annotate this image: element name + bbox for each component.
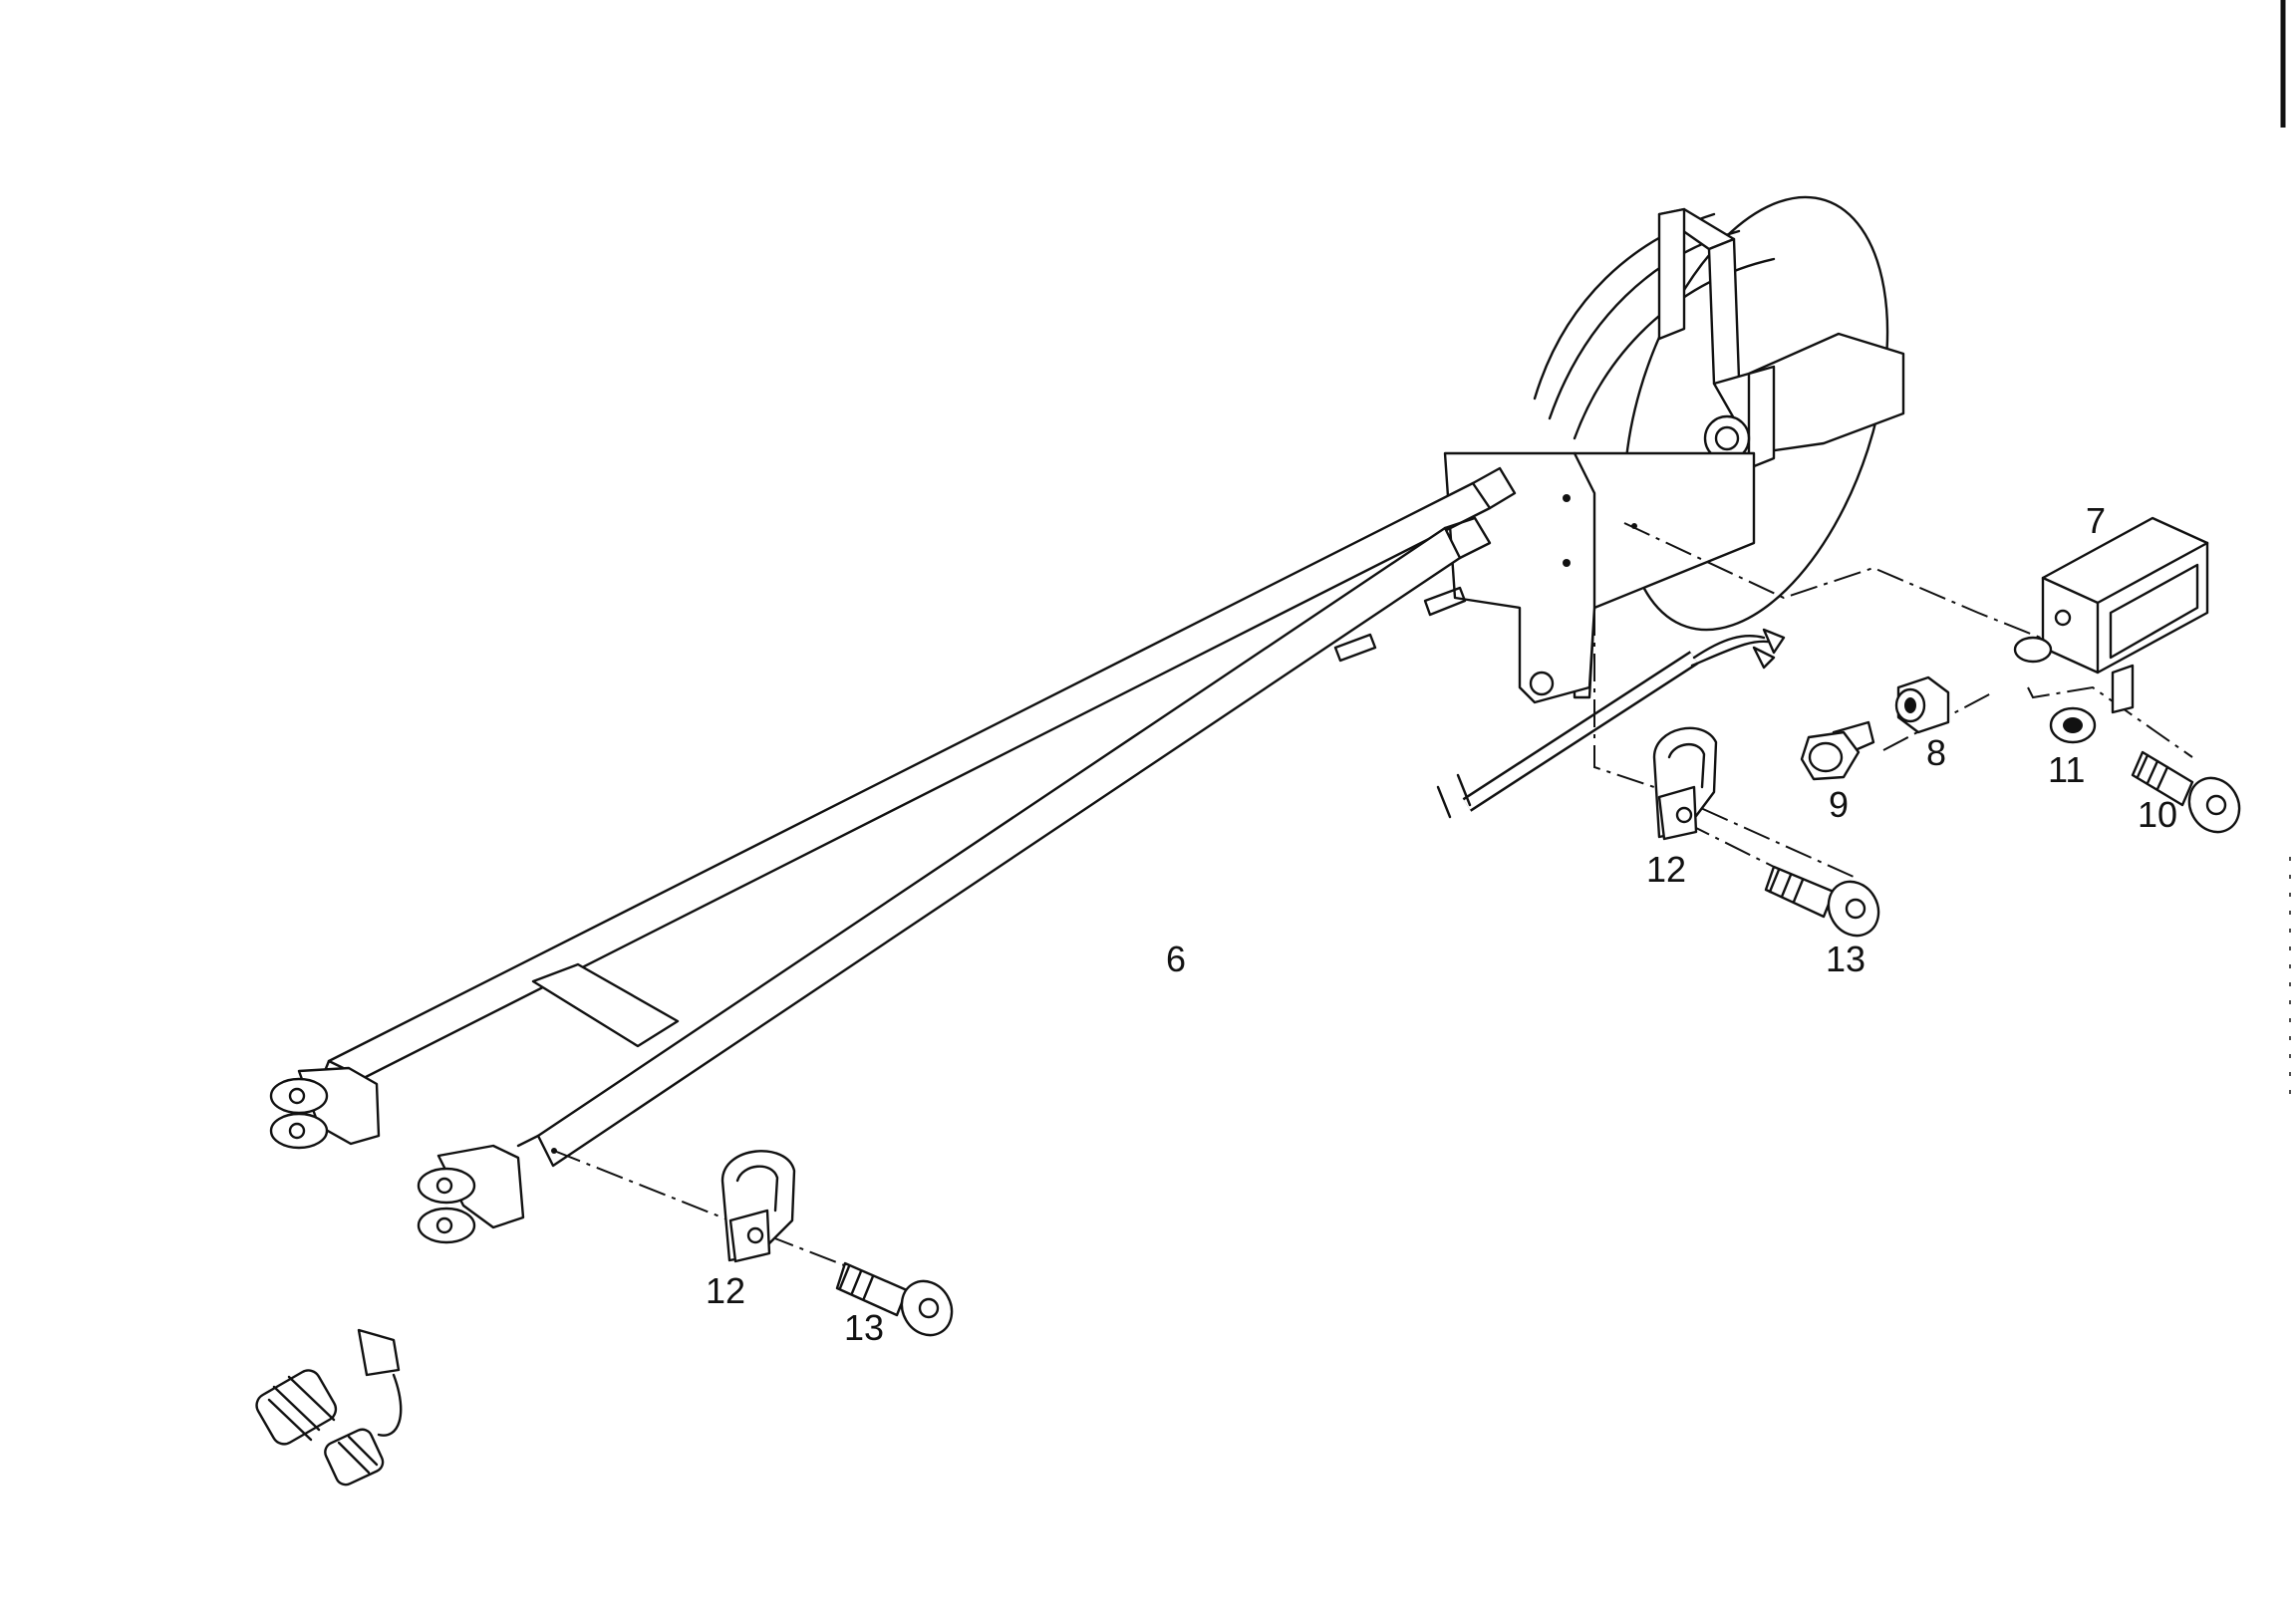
assembly-lines [553,522,2193,1271]
screw-10 [2131,750,2241,834]
screw-13-lower [835,1261,954,1337]
cable-6 [255,628,1786,1486]
callout-cable: 6 [1166,939,1186,979]
clamp-12-upper [1652,726,1718,841]
lower-arm [417,516,1492,1244]
bolt-9 [1800,720,1875,781]
callout-clamp-lower: 12 [706,1270,745,1311]
callout-nut: 8 [1926,732,1946,773]
clamp-12-lower [720,1150,796,1263]
callout-screw-lower: 13 [844,1307,884,1348]
washer-11 [2049,706,2097,744]
nut-8 [1894,675,1950,734]
switch-box-7 [2013,516,2209,714]
callout-washer: 11 [2048,749,2085,790]
screw-13-upper [1764,865,1880,938]
callout-switch-box: 7 [2086,500,2106,541]
callout-clamp-upper: 12 [1646,849,1686,890]
callout-bolt: 9 [1829,784,1849,825]
reel-drum [1443,195,1905,704]
callout-screw-upper: 13 [1826,939,1866,979]
callout-screw-box: 10 [2138,794,2177,835]
callout-labels: 6 7 8 9 10 11 12 13 12 13 [706,500,2177,1348]
upper-arm [269,466,1517,1150]
